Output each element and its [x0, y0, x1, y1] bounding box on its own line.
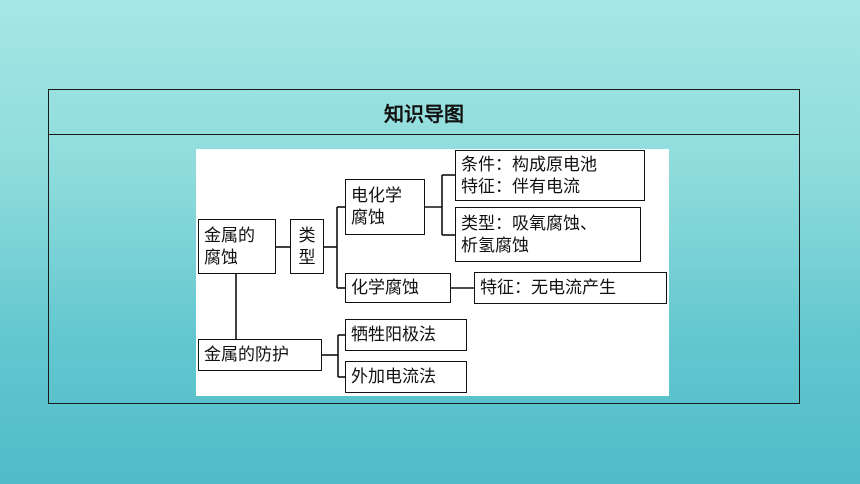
node-impressed-current: 外加电流法 [345, 361, 467, 393]
node-text: 金属的防护 [204, 345, 289, 365]
node-text: 条件：构成原电池 [461, 154, 597, 175]
node-metal-protection: 金属的防护 [198, 339, 322, 371]
node-chemical-feature: 特征：无电流产生 [474, 272, 667, 304]
node-text: 外加电流法 [351, 367, 436, 387]
node-sacrificial-anode: 牺牲阳极法 [345, 319, 467, 351]
node-text: 腐蚀 [351, 208, 385, 228]
node-metal-corrosion: 金属的 腐蚀 [198, 219, 276, 274]
node-text: 牺牲阳极法 [351, 325, 436, 345]
node-electrochemical-corrosion: 电化学 腐蚀 [345, 179, 425, 235]
node-text: 特征：伴有电流 [461, 176, 580, 197]
node-types: 类 型 [290, 219, 324, 274]
node-chemical-corrosion: 化学腐蚀 [345, 273, 451, 303]
node-text: 电化学 [351, 186, 402, 206]
page-title: 知识导图 [384, 101, 464, 126]
node-text: 类型：吸氧腐蚀、 [461, 213, 597, 234]
node-text: 化学腐蚀 [351, 278, 419, 298]
concept-map: 金属的 腐蚀 类 型 电化学 腐蚀 条件：构成原电池 特征：伴有电流 类型：吸氧… [196, 149, 669, 396]
node-text: 型 [298, 247, 316, 268]
node-text: 析氢腐蚀 [461, 235, 529, 256]
node-text: 特征：无电流产生 [480, 278, 616, 298]
node-text: 腐蚀 [204, 247, 238, 268]
node-conditions: 条件：构成原电池 特征：伴有电流 [455, 150, 645, 201]
node-text: 金属的 [204, 225, 255, 246]
node-text: 类 [298, 225, 316, 246]
node-corrosion-types: 类型：吸氧腐蚀、 析氢腐蚀 [455, 207, 641, 262]
slide-frame: 知识导图 [48, 89, 800, 404]
title-bar: 知识导图 [49, 90, 799, 135]
connector-lines [235, 174, 474, 378]
